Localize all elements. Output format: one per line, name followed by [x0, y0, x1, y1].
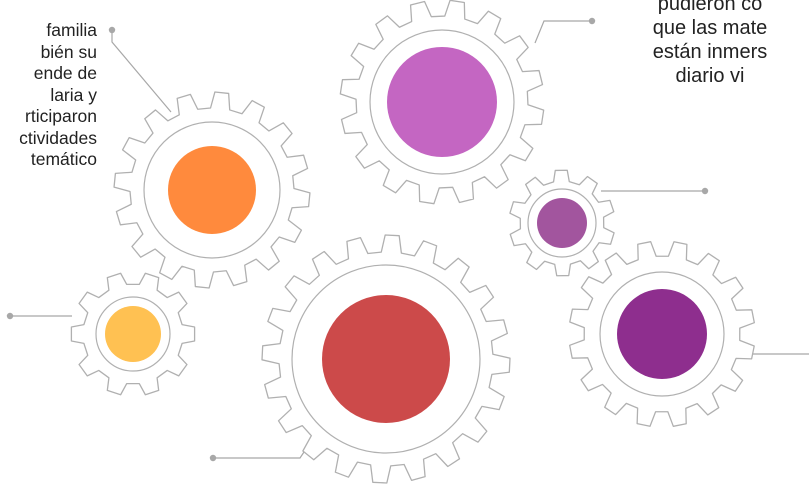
right-text-line: están inmers: [652, 41, 768, 63]
gear-purple-ring: [599, 271, 725, 397]
connector-violet-dot: [701, 187, 709, 195]
left-text-line: ende de: [33, 63, 97, 83]
right-text-line: diario vi: [675, 65, 745, 87]
left-text-line: rticiparon: [25, 106, 97, 126]
gear-purple-disc: [617, 289, 707, 379]
right-text-line: pudieron co: [657, 0, 763, 15]
gear-orange-disc: [168, 146, 256, 234]
connector-yellow-dot: [6, 312, 14, 320]
connector-pink-line: [534, 20, 592, 44]
left-text-line: ctividades: [19, 127, 97, 148]
left-text-line: temático: [30, 149, 97, 169]
gear-red-ring: [291, 264, 481, 454]
gear-orange-ring: [143, 121, 281, 259]
left-text-line: laria y: [50, 84, 97, 105]
connector-orange-line: [111, 30, 172, 113]
gear-pink-ring: [369, 29, 515, 175]
right-text-line: que las mate: [652, 17, 768, 39]
left-text-line: familia: [46, 20, 97, 40]
right-text-block: pudieron co que las mate están inmers di…: [580, 0, 809, 88]
gear-small-violet-disc: [537, 198, 587, 248]
connector-red-dot: [209, 454, 217, 462]
gear-yellow-disc: [105, 306, 161, 362]
connector-pink-dot: [588, 17, 596, 25]
gear-small-violet-ring: [527, 188, 597, 258]
gear-pink-disc: [387, 47, 497, 157]
gear-yellow-ring: [95, 296, 171, 372]
connector-orange-dot: [108, 26, 116, 34]
gear-red-disc: [322, 295, 450, 423]
left-text-block: familia bién su ende de laria y rticipar…: [19, 20, 97, 171]
connector-red-line: [213, 448, 307, 459]
left-text-line: bién su: [40, 41, 97, 62]
